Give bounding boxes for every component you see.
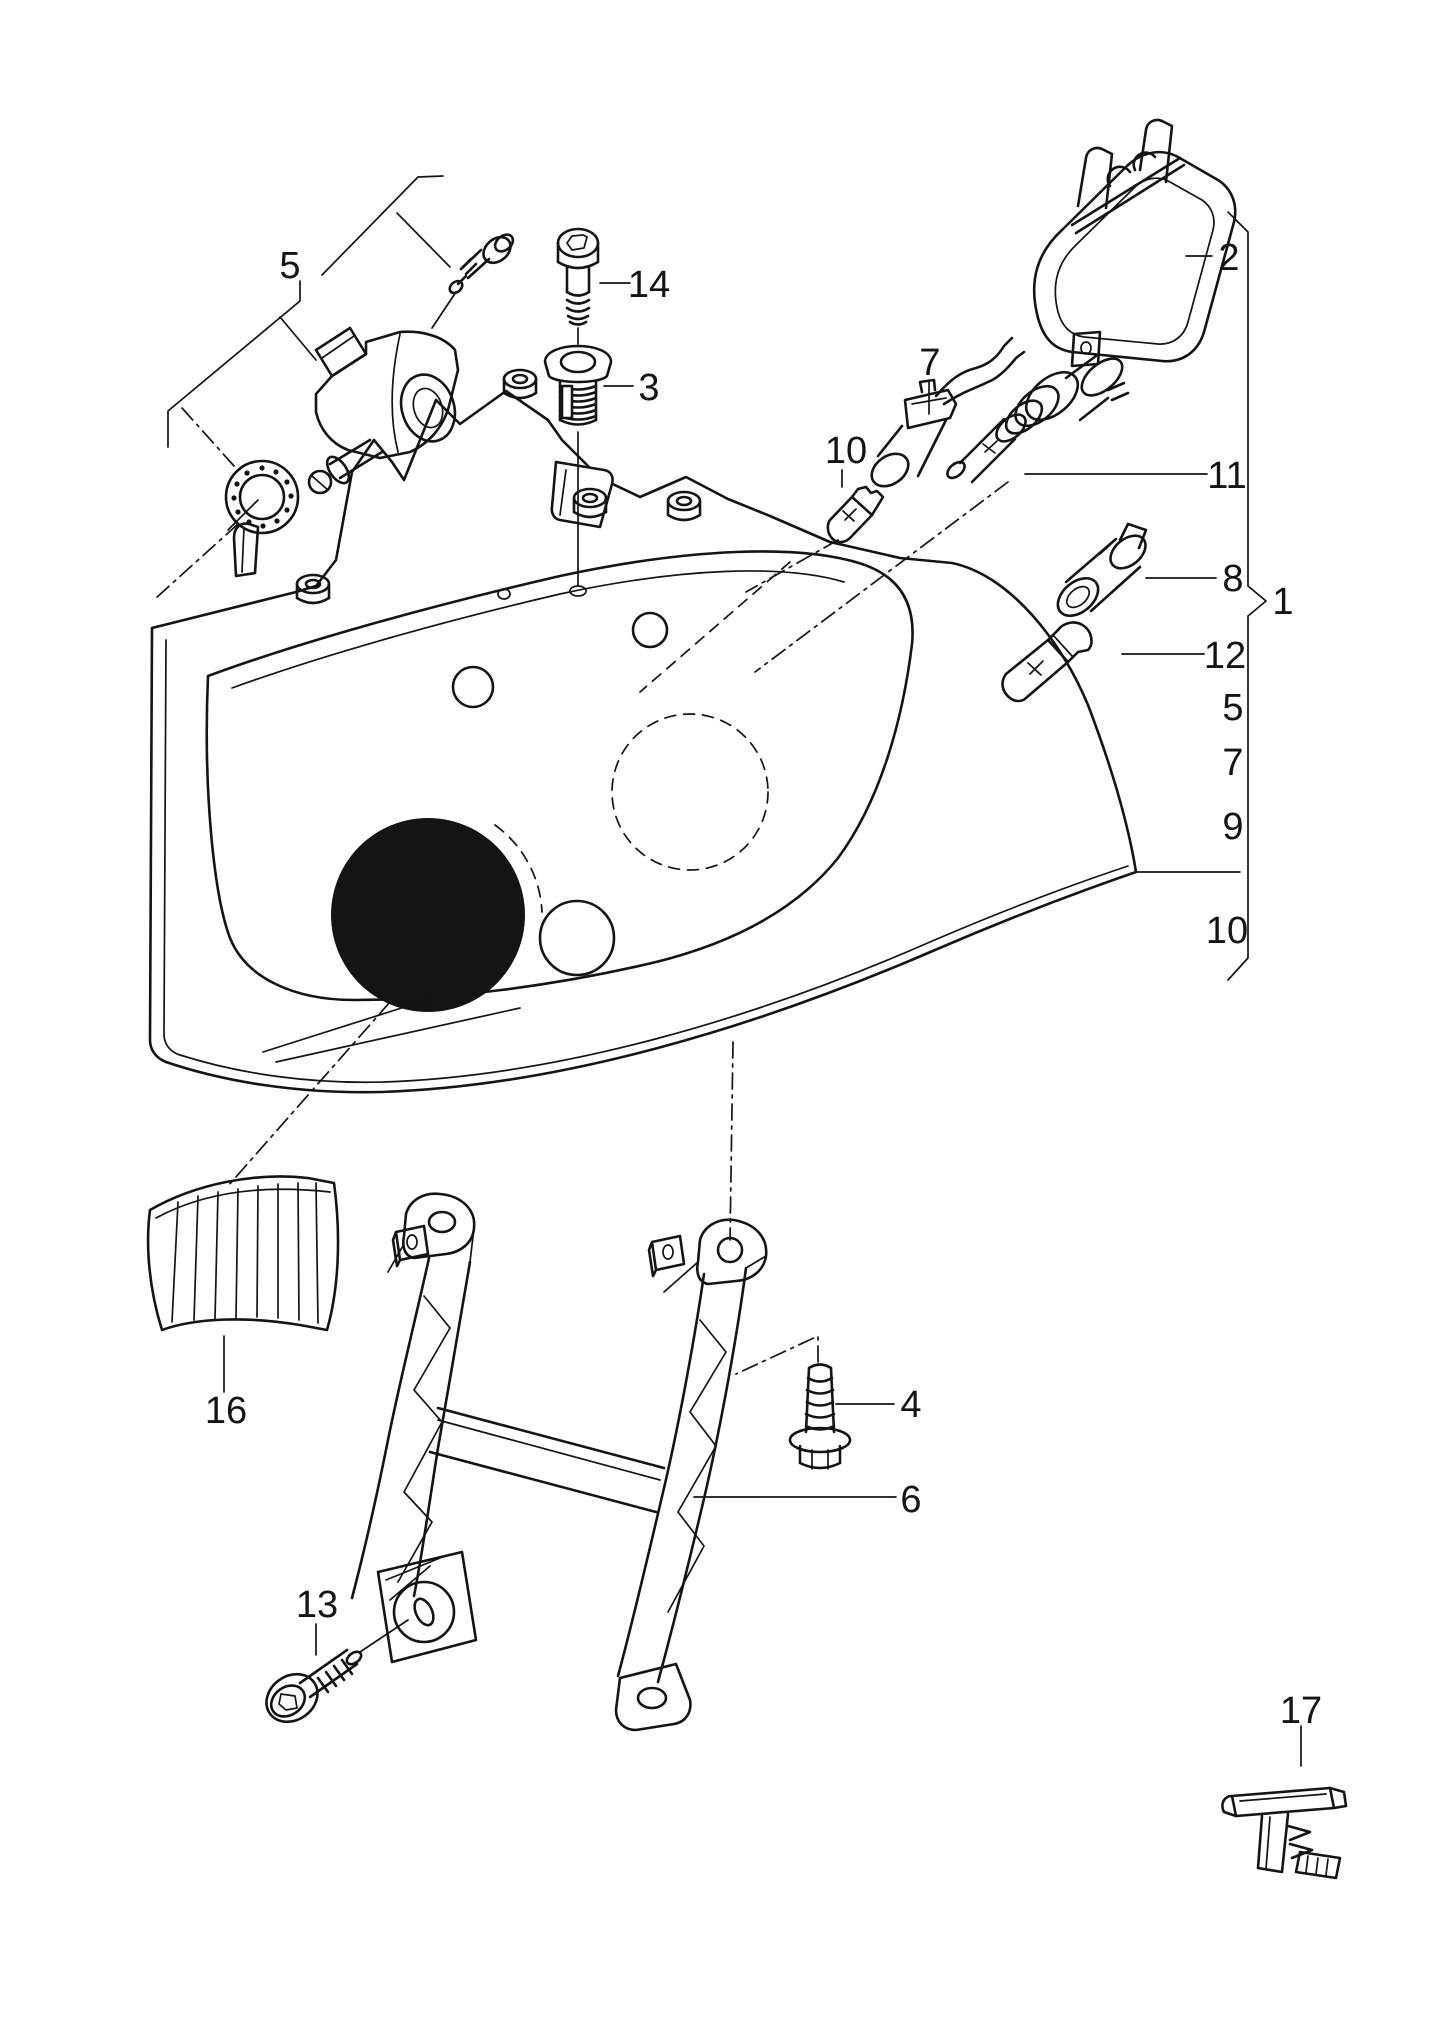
part-6-bracket [350, 1192, 768, 1732]
part-10-bulb [826, 485, 885, 544]
callout-6[interactable]: 6 [900, 1479, 921, 1521]
callout-13[interactable]: 13 [296, 1584, 338, 1626]
callout-14[interactable]: 14 [628, 264, 670, 306]
callout-16[interactable]: 16 [205, 1390, 247, 1432]
part-4-screw [735, 1334, 852, 1470]
part-16-cover [146, 1175, 340, 1332]
callout-labels: 5 14 3 2 7 10 11 8 1 12 5 7 9 10 4 6 13 … [205, 237, 1322, 1732]
part-12-bulb [1001, 621, 1093, 703]
callout-8[interactable]: 8 [1222, 558, 1243, 600]
callout-9[interactable]: 9 [1222, 806, 1243, 848]
part-3-bushing [543, 327, 613, 586]
callout-1[interactable]: 1 [1272, 581, 1293, 623]
part-5-leveling-motor [155, 175, 515, 599]
callout-10-list[interactable]: 10 [1206, 910, 1248, 952]
part-2-cap [1032, 118, 1237, 363]
rim-strap [550, 460, 614, 529]
callout-17[interactable]: 17 [1280, 1690, 1322, 1732]
part-7-bulb-holder [870, 336, 1026, 488]
callout-11[interactable]: 11 [1207, 455, 1246, 497]
part-17-clip [1221, 1786, 1348, 1880]
headlight-housing [148, 389, 1138, 1094]
housing-grommets [295, 368, 702, 605]
callout-2[interactable]: 2 [1218, 237, 1239, 279]
part-11-bulb [946, 330, 1130, 484]
leader-lines [223, 211, 1302, 1767]
callout-7-list[interactable]: 7 [1222, 742, 1243, 784]
part-13-screw [265, 1619, 409, 1724]
part-14-screw [556, 227, 600, 326]
callout-5-bracket [321, 175, 444, 276]
construction-lines [227, 469, 1009, 1241]
callout-5-list[interactable]: 5 [1222, 687, 1243, 729]
projector-lens [331, 818, 525, 1012]
toothed-ring [224, 459, 300, 535]
callout-7-top[interactable]: 7 [919, 342, 940, 384]
motor-screw [448, 233, 515, 295]
callout-3[interactable]: 3 [638, 367, 659, 409]
callout-10-top[interactable]: 10 [825, 430, 867, 472]
callout-4[interactable]: 4 [900, 1384, 921, 1426]
callout-5-top[interactable]: 5 [279, 245, 300, 287]
part-8-socket [1056, 522, 1148, 618]
group-bracket [1227, 211, 1267, 981]
callout-12[interactable]: 12 [1204, 635, 1246, 677]
